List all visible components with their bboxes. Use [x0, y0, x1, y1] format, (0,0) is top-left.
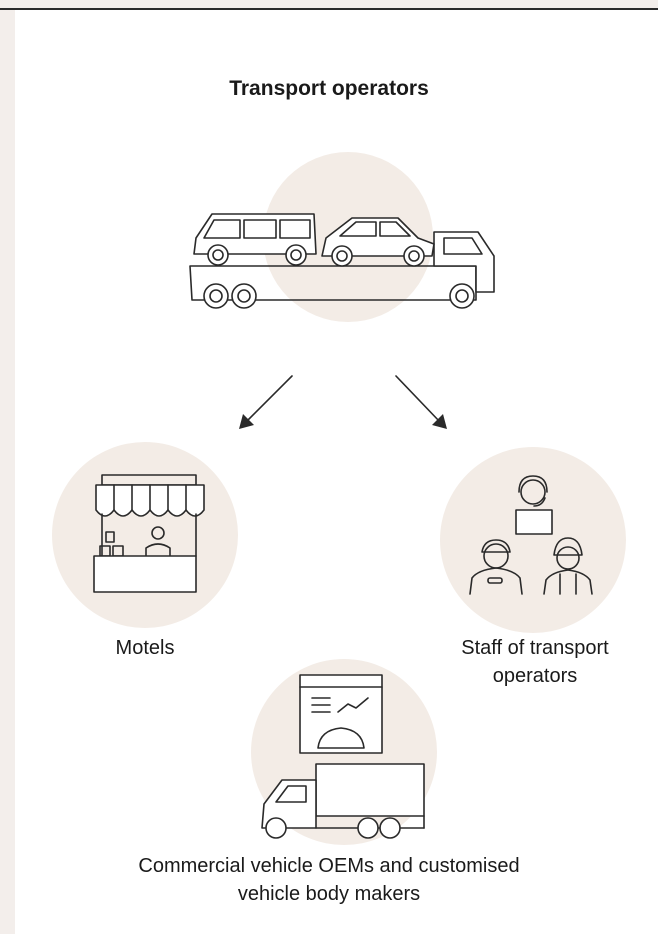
- top-divider: [0, 0, 658, 10]
- oems-label-line-1: Commercial vehicle OEMs and customised: [138, 855, 520, 877]
- oems-label-line-2: vehicle body makers: [237, 883, 421, 905]
- car-transporter-icon: [189, 152, 495, 322]
- oem-truck-dashboard-icon: [251, 659, 437, 845]
- staff-label: Staff of transport operators: [420, 634, 650, 690]
- arrow-to-motels: [239, 375, 293, 429]
- staff-label-line-1: Staff of transport: [461, 637, 609, 659]
- staff-label-line-2: operators: [492, 665, 578, 687]
- arrow-to-staff: [395, 375, 447, 429]
- motels-label: Motels: [115, 637, 175, 659]
- market-stall-icon: [52, 442, 238, 628]
- oems-label: Commercial vehicle OEMs and customised v…: [40, 852, 618, 908]
- motels-bubble: [52, 442, 238, 628]
- staff-bubble: [440, 447, 626, 633]
- diagram-title: Transport operators: [229, 77, 429, 100]
- staff-people-icon: [440, 447, 626, 633]
